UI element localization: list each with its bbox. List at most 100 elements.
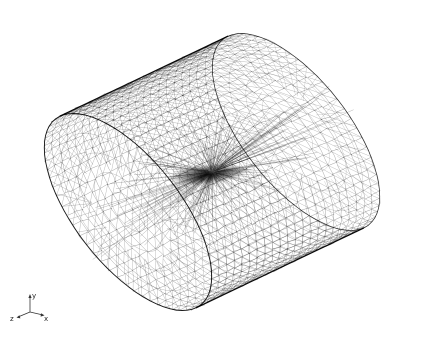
mesh-edge [314, 242, 322, 246]
mesh-edge [160, 106, 176, 109]
mesh-edge [222, 37, 238, 42]
mesh-edge [132, 259, 133, 271]
mesh-edge [73, 186, 80, 191]
mesh-edge [204, 65, 213, 70]
mesh-edge [200, 48, 215, 52]
mesh-edge [285, 197, 287, 208]
mesh-edge [294, 251, 300, 254]
mesh-edge [232, 275, 241, 281]
mesh-edge [219, 192, 233, 200]
mesh-edge [257, 39, 267, 43]
mesh-edge [292, 92, 300, 97]
mesh-edge [105, 100, 114, 104]
mesh-edge [293, 252, 301, 257]
mesh-edge [256, 210, 268, 217]
mesh-edge [151, 98, 160, 111]
mesh-edge [113, 115, 122, 121]
mesh-edge [98, 104, 108, 108]
mesh-edge [116, 229, 118, 243]
mesh-edge [111, 145, 119, 151]
mesh-edge [201, 92, 208, 106]
mesh-edge [103, 149, 112, 153]
mesh-edge [86, 226, 107, 245]
mesh-edge [370, 190, 381, 196]
mesh-edge [363, 215, 370, 220]
mesh-edge [186, 251, 196, 257]
mesh-edge [67, 123, 75, 128]
mesh-edge [238, 106, 247, 111]
mesh-edge [292, 255, 294, 260]
mesh-edge [198, 84, 207, 88]
mesh-edge [166, 155, 169, 168]
mesh-edge [310, 239, 318, 245]
mesh-edge [120, 99, 129, 103]
mesh-edge [299, 126, 306, 131]
mesh-edge [187, 100, 193, 113]
mesh-edge [192, 87, 199, 101]
mesh-edge [99, 140, 109, 144]
mesh-edge [125, 247, 133, 253]
mesh-edge [140, 178, 205, 237]
mesh-edge [63, 166, 72, 172]
mesh-edge [143, 167, 160, 190]
mesh-edge [295, 223, 304, 228]
mesh-edge [251, 46, 267, 48]
mesh-edge [65, 190, 73, 193]
mesh-edge [192, 132, 209, 137]
mesh-edge [295, 245, 302, 249]
mesh-edge [209, 89, 216, 103]
mesh-edge [120, 113, 129, 117]
mesh-edge [190, 122, 212, 171]
mesh-edge [122, 150, 131, 155]
mesh-edge [240, 155, 248, 159]
mesh-edge [334, 139, 348, 145]
mesh-edge [84, 159, 89, 173]
mesh-edge [214, 130, 239, 168]
mesh-edge [293, 251, 295, 256]
mesh-edge [228, 288, 232, 292]
mesh-edge [309, 162, 322, 170]
mesh-edge [222, 288, 226, 292]
mesh-edge [256, 249, 258, 258]
mesh-edge [228, 83, 246, 86]
mesh-edge [277, 88, 285, 92]
mesh-edge [224, 212, 233, 217]
mesh-edge [319, 145, 332, 153]
mesh-edge [157, 292, 166, 299]
mesh-edge [257, 42, 275, 44]
mesh-edge [311, 146, 320, 149]
mesh-edge [105, 112, 114, 124]
mesh-edge [85, 115, 111, 165]
mesh-edge [123, 120, 130, 133]
mesh-edge [296, 152, 303, 158]
mesh-edge [355, 197, 364, 202]
mesh-edge [314, 106, 323, 111]
mesh-edge [328, 180, 356, 231]
mesh-edge [172, 299, 181, 304]
mesh-edge [44, 149, 53, 162]
mesh-edge [370, 202, 380, 206]
mesh-edge [263, 241, 272, 246]
mesh-edge [146, 202, 149, 216]
mesh-edge [348, 127, 358, 132]
mesh-edge [256, 249, 266, 254]
mesh-edge [99, 131, 107, 144]
mesh-edge [205, 72, 213, 85]
mesh-edge [227, 271, 234, 275]
mesh-edge [182, 83, 190, 96]
mesh-edge [247, 277, 249, 281]
mesh-edge [253, 100, 262, 103]
mesh-edge [310, 182, 318, 187]
mesh-edge [56, 183, 61, 197]
mesh-edge [199, 127, 203, 141]
mesh-edge [267, 70, 275, 74]
mesh-edge [246, 113, 254, 118]
mesh-edge [175, 125, 183, 131]
mesh-edge [194, 299, 203, 304]
mesh-edge [208, 291, 211, 297]
mesh-edge [297, 198, 306, 203]
mesh-edge [62, 149, 69, 162]
mesh-edge [131, 231, 141, 236]
